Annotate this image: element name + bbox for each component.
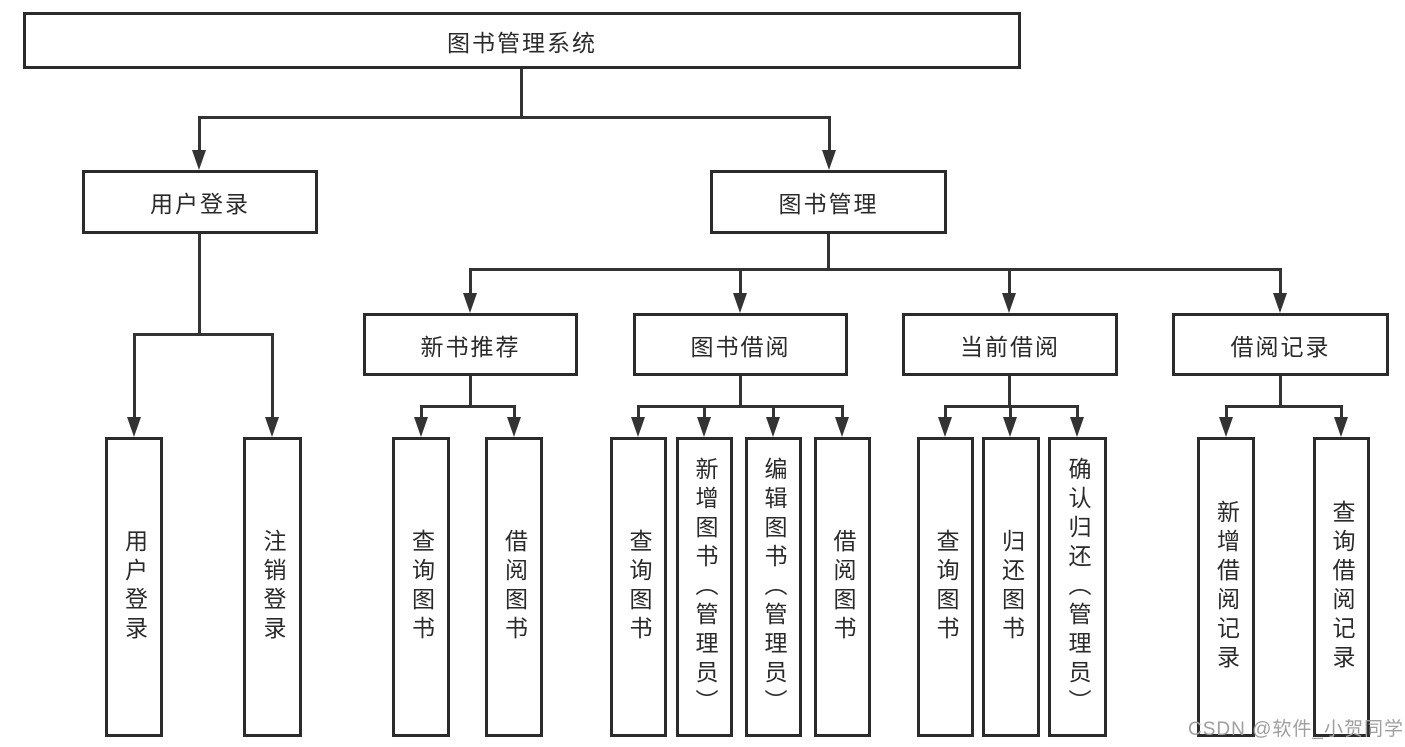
- leaf-current-confirm-return-admin: 确认归还（管理员）: [1048, 437, 1107, 737]
- leaf-borrow-borrow-books: 借阅图书: [814, 437, 871, 737]
- node-label: 用户登录: [150, 191, 250, 217]
- arrowhead-icon: [697, 417, 711, 437]
- leaf-label: 借阅图书: [830, 529, 856, 645]
- node-borrow-records: 借阅记录: [1172, 313, 1389, 376]
- node-label: 借阅记录: [1230, 333, 1331, 360]
- leaf-label: 新增图书（管理员）: [692, 456, 718, 718]
- leaf-borrow-query-books: 查询图书: [610, 437, 667, 737]
- leaf-label: 确认归还（管理员）: [1065, 456, 1091, 718]
- leaf-label: 查询图书: [933, 529, 959, 645]
- arrowhead-icon: [1003, 417, 1017, 437]
- arrowhead-icon: [733, 293, 747, 313]
- arrowhead-icon: [766, 417, 780, 437]
- leaf-current-query-books: 查询图书: [917, 437, 974, 737]
- leaf-label: 查询图书: [626, 529, 652, 645]
- arrowhead-icon: [1334, 417, 1348, 437]
- leaf-label: 编辑图书（管理员）: [761, 456, 787, 718]
- leaf-logout: 注销登录: [243, 437, 302, 737]
- node-book-management: 图书管理: [710, 170, 947, 234]
- arrowhead-icon: [127, 417, 141, 437]
- node-user-login: 用户登录: [82, 170, 318, 234]
- leaf-record-add-borrow-record: 新增借阅记录: [1197, 437, 1255, 737]
- leaf-label: 注销登录: [260, 529, 286, 645]
- leaf-label: 查询图书: [408, 529, 435, 645]
- arrowhead-icon: [192, 150, 206, 170]
- leaf-borrow-add-books-admin: 新增图书（管理员）: [676, 437, 733, 737]
- node-label: 图书管理: [778, 191, 879, 217]
- leaf-newbook-query-books: 查询图书: [392, 437, 450, 737]
- arrowhead-icon: [822, 150, 836, 170]
- csdn-watermark: CSDN @软件_小贺同学: [1188, 719, 1404, 740]
- arrowhead-icon: [1219, 417, 1233, 437]
- leaf-user-login: 用户登录: [105, 437, 163, 737]
- arrowhead-icon: [414, 417, 428, 437]
- leaf-label: 归还图书: [998, 529, 1025, 645]
- leaf-label: 新增借阅记录: [1213, 500, 1240, 674]
- leaf-current-return-books: 归还图书: [982, 437, 1040, 737]
- node-label: 新书推荐: [420, 333, 521, 360]
- arrowhead-icon: [265, 417, 279, 437]
- arrowhead-icon: [1273, 293, 1287, 313]
- arrowhead-icon: [1070, 417, 1084, 437]
- leaf-record-query-borrow-record: 查询借阅记录: [1313, 437, 1370, 737]
- arrowhead-icon: [507, 417, 521, 437]
- arrowhead-icon: [835, 417, 849, 437]
- arrowhead-icon: [463, 293, 477, 313]
- node-library-management-system: 图书管理系统: [23, 12, 1021, 69]
- node-current-borrow: 当前借阅: [902, 313, 1118, 376]
- leaf-label: 查询借阅记录: [1329, 500, 1355, 674]
- node-label: 图书借阅: [690, 333, 791, 360]
- arrowhead-icon: [938, 417, 952, 437]
- leaf-label: 借阅图书: [501, 529, 528, 645]
- arrowhead-icon: [1002, 293, 1016, 313]
- leaf-newbook-borrow-books: 借阅图书: [485, 437, 543, 737]
- arrowhead-icon: [631, 417, 645, 437]
- node-book-borrow: 图书借阅: [633, 313, 848, 376]
- leaf-label: 用户登录: [121, 529, 148, 645]
- node-label: 图书管理系统: [447, 29, 597, 56]
- leaf-borrow-edit-books-admin: 编辑图书（管理员）: [745, 437, 802, 737]
- node-new-book-recommend: 新书推荐: [363, 313, 578, 376]
- node-label: 当前借阅: [960, 333, 1060, 360]
